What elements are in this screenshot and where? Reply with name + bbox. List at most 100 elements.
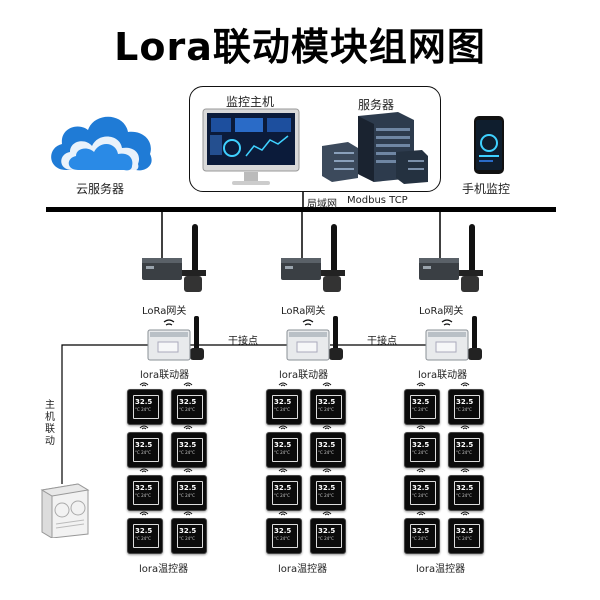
thermostat-subtext: °C 24°C — [274, 536, 290, 541]
thermostat-reading: 32.5 — [318, 484, 336, 492]
thermostat: 32.5°C 24°C — [448, 475, 484, 511]
thermostat-reading: 32.5 — [179, 527, 197, 535]
thermostat-subtext: °C 24°C — [179, 407, 195, 412]
thermostat-screen — [410, 481, 436, 505]
thermostat-subtext: °C 24°C — [456, 407, 472, 412]
thermostat-screen — [410, 395, 436, 419]
gateway-3-label: LoRa网关 — [419, 306, 464, 317]
thermostat-screen — [454, 395, 480, 419]
wifi-icon — [460, 425, 470, 430]
thermostat-screen — [454, 481, 480, 505]
wifi-icon — [416, 468, 426, 473]
thermostat-screen — [133, 524, 159, 548]
thermostat-group-3-label: lora温控器 — [416, 564, 466, 575]
thermostat-reading: 32.5 — [456, 484, 474, 492]
thermostat-screen — [177, 481, 203, 505]
thermostat-subtext: °C 24°C — [318, 536, 334, 541]
wifi-icon — [139, 511, 149, 516]
thermostat-screen — [410, 524, 436, 548]
thermostat-subtext: °C 24°C — [318, 493, 334, 498]
wifi-icon — [322, 468, 332, 473]
wifi-icon — [278, 382, 288, 387]
thermostat-reading: 32.5 — [135, 527, 153, 535]
thermostat: 32.5°C 24°C — [310, 389, 346, 425]
thermostat-subtext: °C 24°C — [412, 493, 428, 498]
dry-contact-label-2: 干接点 — [367, 336, 397, 347]
wifi-icon — [460, 382, 470, 387]
thermostat: 32.5°C 24°C — [171, 518, 207, 554]
thermostat-reading: 32.5 — [412, 527, 430, 535]
thermostat-reading: 32.5 — [274, 484, 292, 492]
thermostat: 32.5°C 24°C — [171, 389, 207, 425]
actuator-icon — [425, 316, 482, 361]
thermostat-subtext: °C 24°C — [318, 450, 334, 455]
thermostat: 32.5°C 24°C — [448, 518, 484, 554]
thermostat: 32.5°C 24°C — [266, 518, 302, 554]
wifi-icon — [416, 511, 426, 516]
server-rack-icon — [318, 112, 430, 184]
thermostat-reading: 32.5 — [318, 527, 336, 535]
wifi-icon — [183, 382, 193, 387]
gateway-icon — [142, 224, 206, 292]
actuator-3 — [424, 314, 490, 366]
wifi-icon — [139, 382, 149, 387]
thermostat-screen — [316, 481, 342, 505]
thermostat: 32.5°C 24°C — [266, 389, 302, 425]
thermostat: 32.5°C 24°C — [404, 432, 440, 468]
server-label: 服务器 — [358, 98, 395, 112]
thermostat: 32.5°C 24°C — [448, 389, 484, 425]
wifi-icon — [460, 511, 470, 516]
actuator-2-label: lora联动器 — [279, 370, 329, 381]
thermostat-reading: 32.5 — [456, 441, 474, 449]
thermostat: 32.5°C 24°C — [171, 432, 207, 468]
thermostat-subtext: °C 24°C — [274, 407, 290, 412]
thermostat-reading: 32.5 — [179, 484, 197, 492]
thermostat-reading: 32.5 — [318, 441, 336, 449]
gateway-icon — [419, 224, 483, 292]
thermostat-reading: 32.5 — [135, 441, 153, 449]
thermostat-screen — [272, 524, 298, 548]
wifi-icon — [322, 382, 332, 387]
dry-contact-label-1: 干接点 — [228, 336, 258, 347]
thermostat: 32.5°C 24°C — [404, 475, 440, 511]
thermostat-screen — [133, 481, 159, 505]
thermostat: 32.5°C 24°C — [127, 475, 163, 511]
thermostat-reading: 32.5 — [135, 484, 153, 492]
wifi-icon — [278, 511, 288, 516]
actuator-icon — [286, 316, 343, 361]
thermostat-subtext: °C 24°C — [456, 493, 472, 498]
thermostat-subtext: °C 24°C — [318, 407, 334, 412]
thermostat: 32.5°C 24°C — [266, 475, 302, 511]
thermostat-reading: 32.5 — [274, 441, 292, 449]
phone-monitor-label: 手机监控 — [462, 182, 511, 196]
wifi-icon — [183, 511, 193, 516]
wifi-icon — [139, 425, 149, 430]
thermostat-screen — [177, 395, 203, 419]
gateway-1 — [140, 222, 212, 298]
cloud-server-label: 云服务器 — [76, 182, 125, 196]
thermostat-screen — [177, 524, 203, 548]
thermostat-screen — [316, 438, 342, 462]
thermostat-subtext: °C 24°C — [135, 450, 151, 455]
thermostat-subtext: °C 24°C — [135, 407, 151, 412]
wifi-icon — [183, 425, 193, 430]
thermostat: 32.5°C 24°C — [310, 518, 346, 554]
wifi-icon — [322, 425, 332, 430]
thermostat-screen — [272, 481, 298, 505]
host-link-label: 主机联动 — [45, 400, 55, 447]
ac-unit-icon — [38, 482, 90, 539]
gateway-1-label: LoRa网关 — [142, 306, 187, 317]
thermostat-subtext: °C 24°C — [179, 450, 195, 455]
thermostat-screen — [316, 524, 342, 548]
thermostat: 32.5°C 24°C — [404, 389, 440, 425]
gateway-2 — [279, 222, 351, 298]
thermostat-reading: 32.5 — [412, 441, 430, 449]
thermostat-subtext: °C 24°C — [456, 536, 472, 541]
thermostat-reading: 32.5 — [412, 398, 430, 406]
wifi-icon — [460, 468, 470, 473]
cloud-icon — [44, 108, 156, 174]
actuator-1-label: lora联动器 — [140, 370, 190, 381]
gateway-2-label: LoRa网关 — [281, 306, 326, 317]
monitor-host-label: 监控主机 — [226, 95, 275, 109]
thermostat-subtext: °C 24°C — [412, 407, 428, 412]
